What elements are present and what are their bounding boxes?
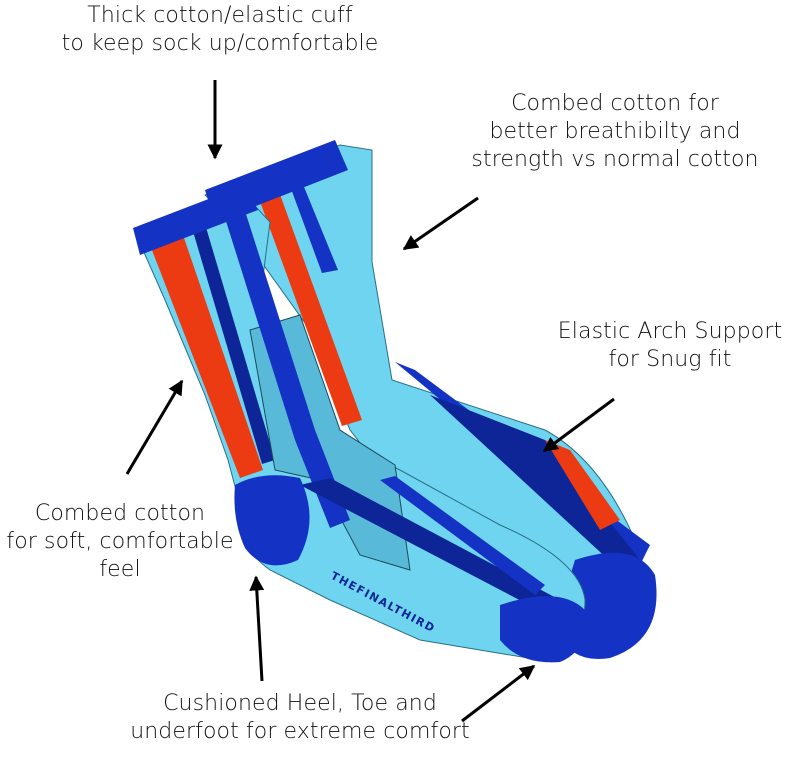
label-arch-line-1: Elastic Arch Support (557, 319, 783, 344)
label-soft-line-2: for soft, comfortable (6, 529, 234, 554)
label-cuff: Thick cotton/elastic cuff to keep sock u… (0, 2, 440, 58)
front-heel (234, 475, 310, 566)
label-combed-cotton-soft: Combed cotton for soft, comfortable feel (0, 500, 240, 584)
label-combed-line-3: strength vs normal cotton (471, 147, 759, 172)
front-sock: THEFINALTHIRD (133, 185, 586, 663)
arrow-arch (542, 397, 615, 453)
arrow-toe (461, 664, 536, 723)
label-combed-cotton-strength: Combed cotton for better breathibilty an… (430, 90, 800, 174)
annotation-arrows (125, 80, 615, 723)
arrow-soft (125, 379, 184, 475)
arrow-heel (249, 575, 265, 682)
label-combed-line-1: Combed cotton for (511, 91, 719, 116)
front-toe (500, 596, 586, 663)
label-cuff-line-1: Thick cotton/elastic cuff (87, 3, 353, 28)
arrow-combed (402, 196, 479, 251)
label-soft-line-3: feel (99, 557, 141, 582)
label-cushioned: Cushioned Heel, Toe and underfoot for ex… (90, 690, 510, 746)
label-cushion-line-1: Cushioned Heel, Toe and (163, 691, 437, 716)
label-combed-line-2: better breathibilty and (489, 119, 741, 144)
label-arch-line-2: for Snug fit (608, 347, 732, 372)
label-cuff-line-2: to keep sock up/comfortable (61, 31, 379, 56)
label-cushion-line-2: underfoot for extreme comfort (130, 719, 470, 744)
label-soft-line-1: Combed cotton (34, 501, 206, 526)
label-arch-support: Elastic Arch Support for Snug fit (540, 318, 800, 374)
back-sock (204, 140, 657, 660)
